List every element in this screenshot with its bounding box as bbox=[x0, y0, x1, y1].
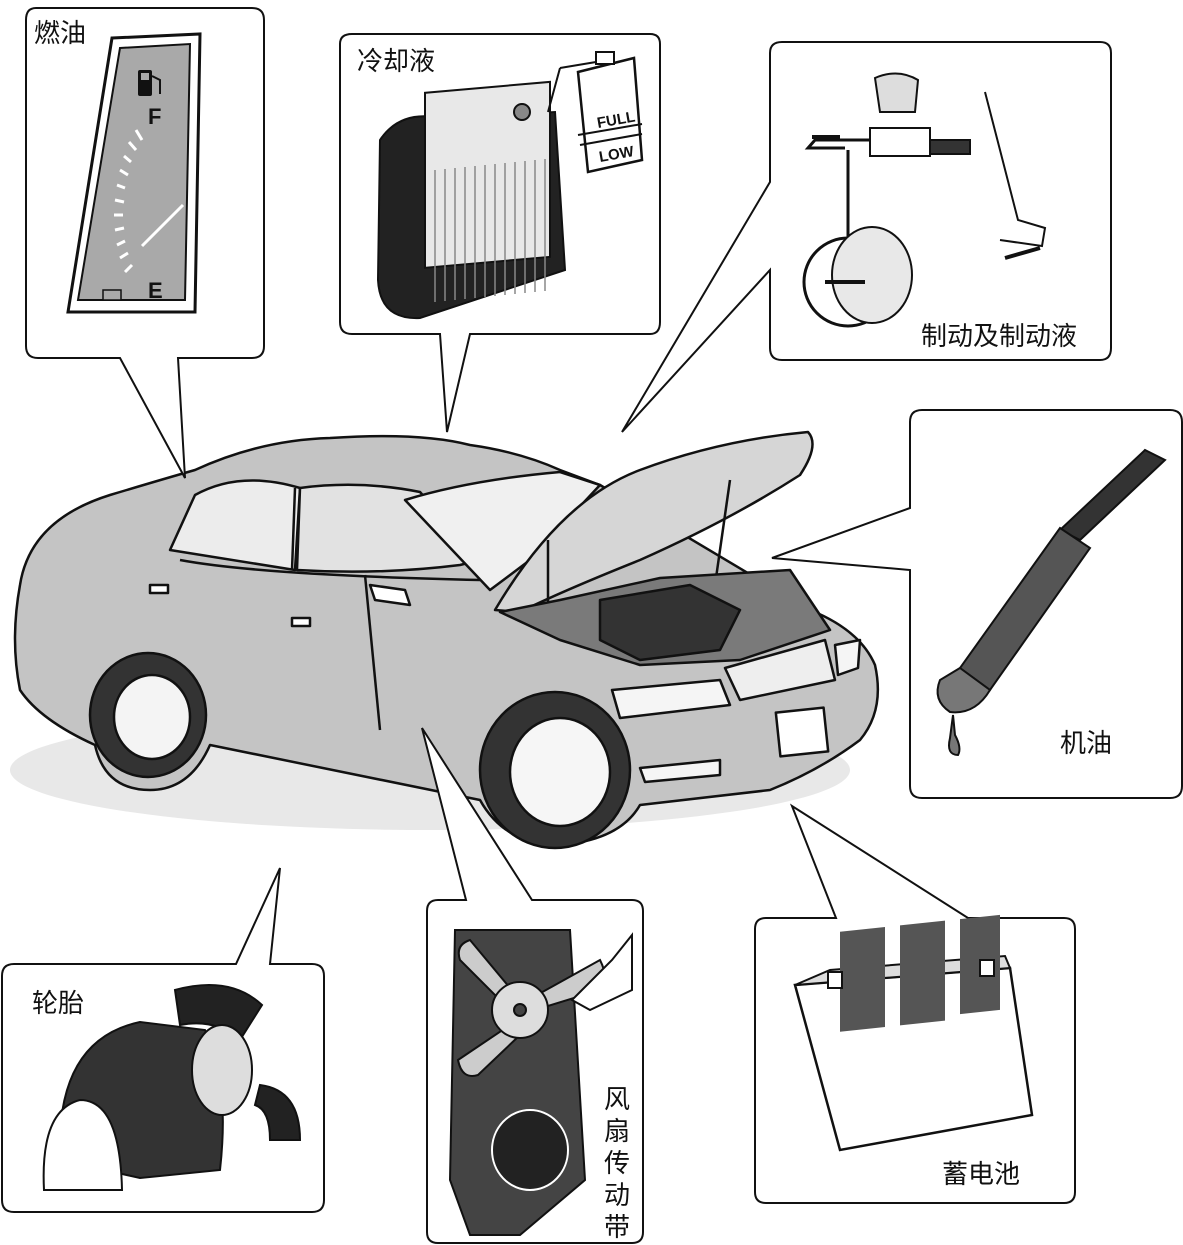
fan-belt-callout: 风 扇 传 动 带 bbox=[421, 727, 644, 1244]
fan-belt-label-5: 带 bbox=[604, 1213, 630, 1243]
engine-oil-callout: 机油 bbox=[771, 409, 1183, 799]
fan-icon bbox=[448, 929, 633, 1236]
front-wheel bbox=[478, 690, 632, 850]
brake-label: 制动及制动液 bbox=[921, 322, 1077, 352]
gauge-empty-mark: E bbox=[148, 278, 163, 303]
gauge-needle bbox=[140, 203, 185, 248]
fan-belt-label-1: 风 bbox=[604, 1085, 630, 1115]
battery-label: 蓄电池 bbox=[942, 1160, 1020, 1190]
battery-callout: 蓄电池 bbox=[754, 803, 1076, 1204]
coolant-reservoir-icon: FULL LOW bbox=[547, 51, 644, 174]
brake-system-icon bbox=[802, 72, 1047, 328]
car-illustration bbox=[10, 430, 880, 850]
fuel-label: 燃油 bbox=[34, 19, 86, 49]
tire-callout: 轮胎 bbox=[1, 867, 325, 1213]
coolant-low-mark: LOW bbox=[598, 143, 636, 166]
brake-callout: 制动及制动液 bbox=[621, 41, 1112, 433]
gauge-full-mark: F bbox=[148, 104, 161, 129]
rear-wheel bbox=[88, 651, 208, 779]
dipstick-icon bbox=[936, 448, 1167, 757]
fan-belt-label-4: 动 bbox=[604, 1181, 630, 1211]
coolant-callout: 冷却液 FULL LOW bbox=[339, 33, 661, 433]
battery-icon bbox=[793, 914, 1034, 1152]
fuel-callout: 燃油 F E bbox=[25, 7, 265, 479]
fuel-pump-icon bbox=[138, 70, 161, 96]
gauge-ticks bbox=[114, 129, 144, 274]
fan-belt-label: 风 扇 传 动 带 bbox=[604, 1085, 630, 1243]
coolant-label: 冷却液 bbox=[357, 47, 435, 77]
tire-label: 轮胎 bbox=[32, 989, 84, 1019]
radiator-icon bbox=[376, 80, 567, 320]
fan-belt-label-2: 扇 bbox=[604, 1117, 630, 1147]
fuel-gauge: F E bbox=[66, 32, 202, 314]
tire-icon bbox=[42, 984, 302, 1191]
engine-oil-label: 机油 bbox=[1060, 729, 1112, 759]
fan-belt-label-3: 传 bbox=[604, 1149, 630, 1179]
